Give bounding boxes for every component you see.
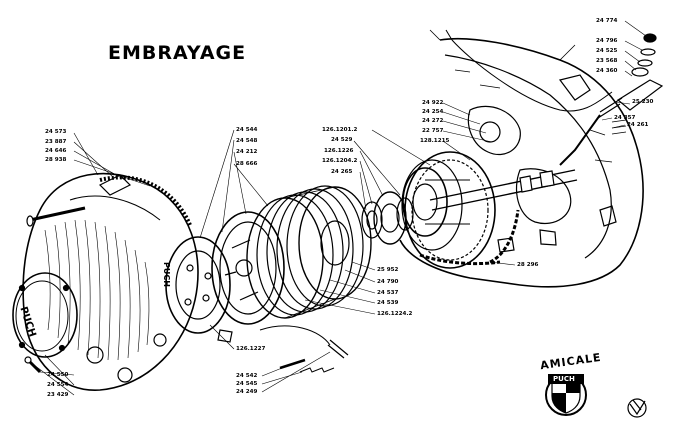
- part-number-label: 126.1227: [236, 346, 266, 352]
- crankcase-housing: [399, 29, 644, 288]
- clutch-hub-parts: [361, 191, 414, 245]
- part-number-label: 23 887: [45, 139, 67, 145]
- part-number-label: 24 529: [331, 137, 353, 143]
- part-number-label: 126.1224.2: [377, 311, 413, 317]
- puch-shield-logo: [545, 374, 587, 416]
- part-number-label: 24 790: [377, 279, 399, 285]
- clutch-cable: [451, 39, 613, 112]
- part-number-label: 23 568: [596, 58, 618, 64]
- part-number-label: 24 544: [236, 127, 258, 133]
- signature-mark: [627, 398, 647, 418]
- cover-gasket: [99, 175, 192, 226]
- clutch-cover: [22, 172, 199, 391]
- part-number-label: 24 573: [45, 129, 67, 135]
- part-number-label: 24 539: [377, 300, 399, 306]
- part-number-label: 24 261: [627, 122, 649, 128]
- part-number-label: 24 525: [596, 48, 618, 54]
- part-number-label: 25 952: [377, 267, 399, 273]
- part-number-label: 24 554: [47, 382, 69, 388]
- part-number-label: 28 296: [517, 262, 539, 268]
- part-number-label: 24 272: [422, 118, 444, 124]
- cover-bolt: [29, 206, 86, 222]
- adjuster-spring: [299, 367, 335, 373]
- part-number-label: 28 666: [236, 161, 258, 167]
- inspection-plate: [12, 272, 78, 358]
- part-number-label: 28 938: [45, 157, 67, 163]
- part-number-label: 24 550: [47, 372, 69, 378]
- release-lever-assembly: [559, 33, 664, 166]
- part-number-label: 126.1201.2: [322, 127, 358, 133]
- part-number-label: 24 796: [596, 38, 618, 44]
- adjuster-screw: [279, 358, 306, 370]
- part-number-label: 24 360: [596, 68, 618, 74]
- pressure-plate: [211, 211, 285, 325]
- drain-screw: [28, 360, 42, 374]
- logo-brand-text: PUCH: [553, 375, 575, 383]
- part-number-label: 25 230: [632, 99, 654, 105]
- adjuster-rod: [327, 339, 349, 359]
- clutch-plate-stack: [246, 185, 372, 319]
- part-number-label: 126.1226: [324, 148, 354, 154]
- part-number-label: 24 922: [422, 100, 444, 106]
- part-number-label: 24 774: [596, 18, 618, 24]
- part-number-label: 126.1204.2: [322, 158, 358, 164]
- diagram-title: EMBRAYAGE: [108, 42, 247, 64]
- part-number-label: 128.1215: [420, 138, 450, 144]
- part-number-label: 24 542: [236, 373, 258, 379]
- spring-disc-brand: PUCH: [162, 262, 171, 287]
- part-number-label: 24 265: [331, 169, 353, 175]
- part-number-label: 24 537: [377, 290, 399, 296]
- part-number-label: 24 545: [236, 381, 258, 387]
- clutch-basket-sprocket: [401, 151, 496, 269]
- drive-chain: [419, 209, 520, 266]
- part-number-label: 24 357: [614, 115, 636, 121]
- spring-disc: [165, 236, 231, 334]
- part-number-label: 22 757: [422, 128, 444, 134]
- part-number-label: 24 548: [236, 138, 258, 144]
- part-number-label: 24 212: [236, 149, 258, 155]
- part-number-label: 24 646: [45, 148, 67, 154]
- part-number-label: 24 249: [236, 389, 258, 395]
- part-number-label: 24 254: [422, 109, 444, 115]
- part-number-label: 23 429: [47, 392, 69, 398]
